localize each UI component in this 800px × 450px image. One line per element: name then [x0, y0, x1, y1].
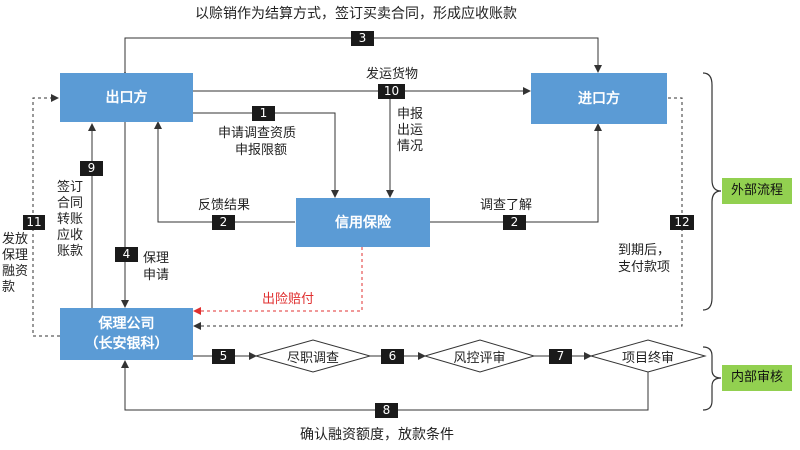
char: 报 [410, 107, 424, 122]
badge-8: 8 [375, 403, 398, 418]
label-pay: 到期后， 支付款项 [618, 242, 670, 276]
char: 签 [56, 180, 70, 195]
importer-label: 进口方 [578, 90, 620, 107]
final-review-label: 项目终审 [621, 350, 674, 366]
label-ship-goods: 发运货物 [366, 67, 419, 82]
edge-2b [430, 123, 602, 223]
char: 申 [396, 107, 410, 122]
label-feedback: 反馈结果 [198, 198, 251, 213]
char: 同 [70, 196, 84, 211]
label-release-line2: 保理 [2, 248, 29, 263]
label-sign-contract: 签订 合同 转账 应收 账款 [56, 180, 84, 260]
exporter-label: 出口方 [105, 89, 148, 106]
brace-internal [702, 346, 722, 411]
insurer-label: 信用保险 [335, 214, 391, 231]
due-diligence-label: 尽职调查 [286, 350, 339, 366]
factor-label-line1: 保理公司 [98, 316, 155, 332]
badge-9: 9 [80, 161, 103, 176]
risk-review-label: 风控评审 [453, 350, 506, 366]
label-release-line4: 款 [2, 280, 16, 295]
label-report-shipment: 申报 出运 情况 [396, 107, 424, 155]
tag-internal-review: 内部审核 [722, 365, 792, 391]
char: 订 [70, 180, 84, 195]
diamond-risk-review [423, 339, 536, 373]
diamond-due-diligence [254, 339, 372, 373]
label-apply-line2: 申报限额 [235, 143, 288, 158]
label-investigate: 调查了解 [480, 198, 533, 213]
badge-1: 1 [252, 106, 275, 121]
label-confirm-financing: 确认融资额度，放款条件 [300, 427, 454, 443]
label-factoring-apply-line2: 申请 [143, 268, 170, 283]
label-claim: 出险赔付 [262, 292, 315, 307]
label-pay-line2: 支付款项 [618, 260, 671, 275]
char: 合 [56, 196, 70, 211]
badge-6: 6 [381, 349, 404, 364]
badge-10: 10 [378, 84, 405, 99]
char: 应 [56, 228, 70, 243]
char: 转 [56, 212, 70, 227]
badge-5: 5 [212, 349, 235, 364]
edge-1 [193, 112, 339, 198]
label-pay-line1: 到期后， [618, 243, 671, 258]
badge-12: 12 [670, 215, 694, 230]
label-factoring-apply: 保理 申请 [143, 250, 169, 284]
label-release-financing: 发放 保理 融资 款 [2, 232, 28, 296]
edge-2a [154, 121, 295, 223]
diamond-final-review [589, 339, 707, 373]
char: 账 [56, 244, 70, 259]
factor-box: 保理公司 （长安银科） [60, 308, 193, 360]
char: 款 [70, 244, 84, 259]
label-factoring-apply-line1: 保理 [143, 251, 170, 266]
label-sales-contract: 以赊销作为结算方式，签订买卖合同，形成应收账款 [195, 6, 517, 22]
factor-label-line2: （长安银科） [84, 336, 169, 352]
edge-12 [193, 97, 683, 330]
char: 账 [70, 212, 84, 227]
importer-box: 进口方 [531, 73, 667, 124]
char: 情 [396, 139, 410, 154]
badge-2b: 2 [503, 215, 526, 230]
badge-11: 11 [23, 215, 45, 230]
exporter-box: 出口方 [60, 73, 193, 122]
char: 收 [70, 228, 84, 243]
badge-7: 7 [549, 349, 572, 364]
badge-4: 4 [115, 247, 138, 262]
label-release-line1: 发放 [2, 232, 29, 247]
char: 况 [410, 139, 424, 154]
badge-2a: 2 [212, 215, 235, 230]
brace-external [702, 72, 722, 311]
label-apply-line1: 申请调查资质 [218, 126, 297, 141]
char: 出 [396, 123, 410, 138]
tag-external-process: 外部流程 [722, 178, 792, 204]
insurer-box: 信用保险 [296, 198, 430, 247]
edge-claim [193, 247, 363, 315]
label-release-line3: 融资 [2, 264, 29, 279]
badge-3: 3 [351, 31, 374, 46]
char: 运 [410, 123, 424, 138]
label-apply: 申请调查资质 申报限额 [218, 125, 296, 159]
